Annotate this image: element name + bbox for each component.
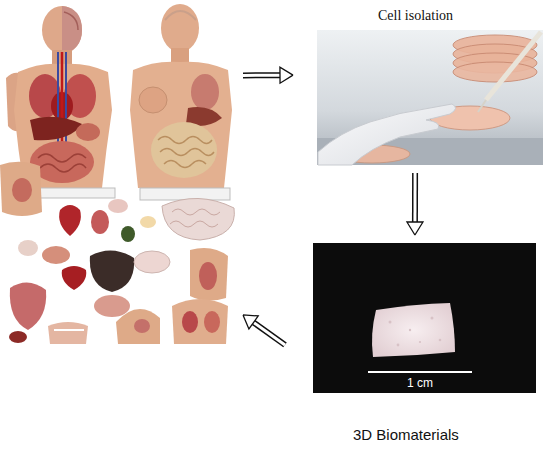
arrow-shaft-core xyxy=(254,322,285,344)
torso-model xyxy=(130,4,232,200)
arrow-shaft xyxy=(254,322,285,344)
scale-label: 1 cm xyxy=(407,377,433,390)
flow-arrow xyxy=(243,67,293,83)
scaffold-photo xyxy=(313,243,536,393)
arrow-head xyxy=(407,222,423,235)
arrow-shaft-core xyxy=(243,74,280,77)
image-panel: 3D Biomaterials xyxy=(313,243,537,451)
panel-label: Cell isolation xyxy=(378,8,453,25)
organ-models xyxy=(0,162,234,344)
arrow-head xyxy=(243,315,258,329)
arrow-shaft-core xyxy=(413,173,416,222)
arrow-shaft xyxy=(412,173,418,222)
lab-photo xyxy=(317,30,543,165)
flow-arrow xyxy=(407,173,423,235)
image-panel xyxy=(5,3,237,348)
image-panel: Cell isolation xyxy=(317,3,543,165)
arrow-head xyxy=(280,67,293,83)
flow-arrow xyxy=(243,315,285,345)
panel-label: 3D Biomaterials xyxy=(353,426,459,444)
arrow-shaft xyxy=(243,72,280,78)
anatomy-models xyxy=(0,4,234,344)
